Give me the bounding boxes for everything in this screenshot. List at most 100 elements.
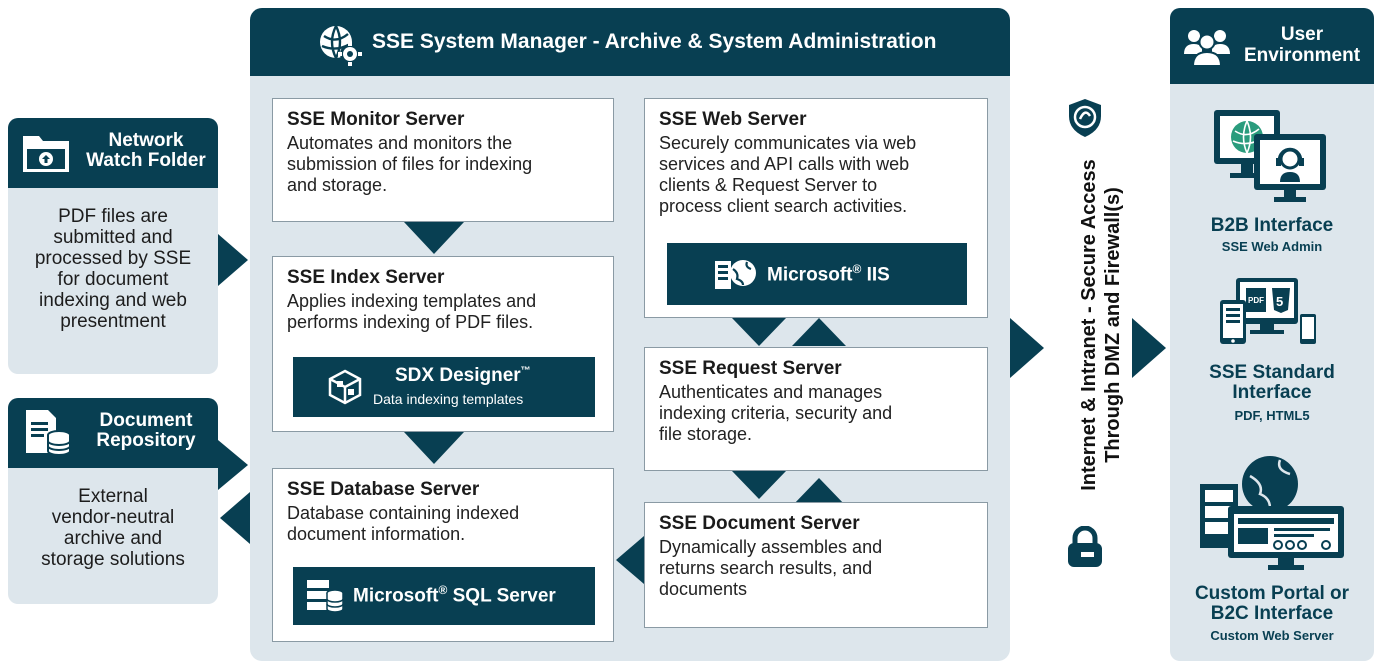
- svg-text:5: 5: [1276, 294, 1283, 309]
- request-server-box: SSE Request Server Authenticates and man…: [644, 347, 988, 471]
- iis-badge: Microsoft® IIS: [667, 243, 967, 305]
- secure-access-line: Through DMZ and Firewall(s): [1102, 187, 1124, 463]
- document-repository-description: External vendor-neutral archive and stor…: [8, 486, 218, 570]
- monitor-server-title: SSE Monitor Server: [287, 109, 465, 130]
- arrow-right-icon: [218, 234, 248, 286]
- description-line: Authenticates and manages: [659, 382, 883, 402]
- description-line: documents: [659, 579, 748, 599]
- description-line: processed by SSE: [34, 248, 192, 269]
- description-line: document information.: [287, 524, 466, 544]
- user-environment-panel: User Environment B2B Interface SSE Web A…: [1170, 8, 1374, 661]
- description-line: Applies indexing templates and: [287, 291, 537, 311]
- monitor-server-description: Automates and monitors the submission of…: [287, 133, 532, 196]
- registered-symbol: ®: [852, 262, 862, 276]
- description-line: vendor-neutral: [51, 507, 175, 528]
- arrow-right-icon: [1010, 318, 1044, 378]
- description-line: submitted and: [53, 227, 173, 248]
- title-line: Watch Folder: [86, 150, 206, 171]
- description-line: performs indexing of PDF files.: [287, 312, 534, 332]
- server-database-icon: [307, 580, 344, 613]
- custom-portal-sub: Custom Web Server: [1210, 628, 1334, 643]
- description-line: and storage.: [287, 175, 388, 195]
- label-line: B2C Interface: [1210, 603, 1334, 624]
- arrow-left-icon: [220, 492, 250, 544]
- shield-icon: [1069, 99, 1101, 137]
- arrow-down-icon: [732, 471, 786, 499]
- arrow-down-icon: [732, 318, 786, 346]
- badge-title-text: SDX Designer: [395, 365, 521, 386]
- arrow-up-icon: [792, 478, 846, 506]
- sdx-designer-badge: SDX Designer™ Data indexing templates: [293, 357, 595, 417]
- document-repository-title: Document Repository: [80, 411, 212, 451]
- badge-title-text: Microsoft: [353, 585, 439, 607]
- title-line: User: [1280, 24, 1324, 45]
- svg-text:PDF: PDF: [1248, 296, 1264, 305]
- web-server-box: SSE Web Server Securely communicates via…: [644, 98, 988, 318]
- title-line: Network: [108, 130, 184, 151]
- user-environment-title: User Environment: [1232, 24, 1372, 66]
- sql-server-badge: Microsoft® SQL Server: [293, 567, 595, 625]
- description-line: indexing and web: [39, 290, 187, 311]
- description-line: for document: [57, 269, 169, 290]
- trademark-symbol: ™: [520, 365, 531, 377]
- sql-server-title: Microsoft® SQL Server: [353, 583, 556, 607]
- document-repository-header: Document Repository: [8, 398, 218, 468]
- network-watch-folder-description: PDF files are submitted and processed by…: [8, 206, 218, 332]
- network-watch-folder-header: Network Watch Folder: [8, 118, 218, 188]
- system-manager-title: SSE System Manager - Archive & System Ad…: [372, 30, 937, 53]
- folder-upload-icon: [23, 136, 69, 172]
- badge-title-text: Microsoft: [767, 264, 853, 286]
- arrow-right-icon: [218, 440, 248, 490]
- document-server-box: SSE Document Server Dynamically assemble…: [644, 502, 988, 628]
- description-line: clients & Request Server to: [659, 175, 878, 195]
- request-server-title: SSE Request Server: [659, 358, 842, 379]
- description-line: Database containing indexed: [287, 503, 520, 523]
- users-icon: [1184, 30, 1230, 66]
- globe-gear-icon: [320, 25, 362, 66]
- secure-access-label: Internet & Intranet - Secure Access Thro…: [1077, 115, 1137, 535]
- system-manager-header: SSE System Manager - Archive & System Ad…: [250, 8, 1010, 76]
- label-line: SSE Standard: [1209, 362, 1335, 383]
- description-line: services and API calls with web: [659, 154, 910, 174]
- index-server-description: Applies indexing templates and performs …: [287, 291, 536, 333]
- description-line: file storage.: [659, 424, 753, 444]
- description-line: External: [78, 486, 148, 507]
- description-line: PDF files are: [58, 206, 168, 227]
- index-server-title: SSE Index Server: [287, 267, 445, 288]
- document-repository-panel: Document Repository External vendor-neut…: [8, 398, 218, 604]
- database-server-title: SSE Database Server: [287, 479, 480, 500]
- description-line: Securely communicates via web: [659, 133, 917, 153]
- arrow-left-icon: [616, 536, 644, 584]
- arrow-down-icon: [404, 432, 464, 464]
- description-line: presentment: [60, 311, 166, 332]
- badge-title-text: SQL Server: [447, 585, 556, 607]
- title-line: Document: [99, 410, 193, 431]
- title-line: Repository: [96, 430, 196, 451]
- description-line: archive and: [63, 528, 163, 549]
- description-line: Automates and monitors the: [287, 133, 513, 153]
- web-server-title: SSE Web Server: [659, 109, 807, 130]
- b2b-interface-label: B2B Interface: [1170, 216, 1374, 236]
- custom-portal-label: Custom Portal or B2C Interface: [1170, 584, 1374, 624]
- sdx-cube-icon: [328, 369, 362, 405]
- database-server-description: Database containing indexed document inf…: [287, 503, 519, 545]
- lock-icon: [1068, 526, 1102, 567]
- title-line: Environment: [1243, 45, 1361, 66]
- label-line: Interface: [1232, 382, 1312, 403]
- sse-standard-interface-label: SSE Standard Interface: [1170, 363, 1374, 403]
- server-globe-icon: [715, 260, 756, 289]
- monitor-server-box: SSE Monitor Server Automates and monitor…: [272, 98, 614, 222]
- user-environment-header: User Environment: [1170, 8, 1374, 84]
- monitors-support-icon: [1214, 110, 1326, 202]
- custom-portal-icon: [1200, 456, 1344, 570]
- iis-title: Microsoft® IIS: [767, 262, 890, 286]
- registered-symbol: ®: [438, 583, 448, 597]
- description-line: submission of files for indexing: [287, 154, 533, 174]
- arrow-right-icon: [1132, 318, 1166, 378]
- label-line: Custom Portal or: [1194, 583, 1350, 604]
- pdf-html5-devices-icon: PDF 5: [1220, 278, 1316, 344]
- sse-standard-interface-sub: PDF, HTML5: [1234, 408, 1310, 423]
- document-server-title: SSE Document Server: [659, 513, 860, 534]
- network-watch-folder-panel: Network Watch Folder PDF files are submi…: [8, 118, 218, 374]
- label-line: B2B Interface: [1210, 215, 1334, 236]
